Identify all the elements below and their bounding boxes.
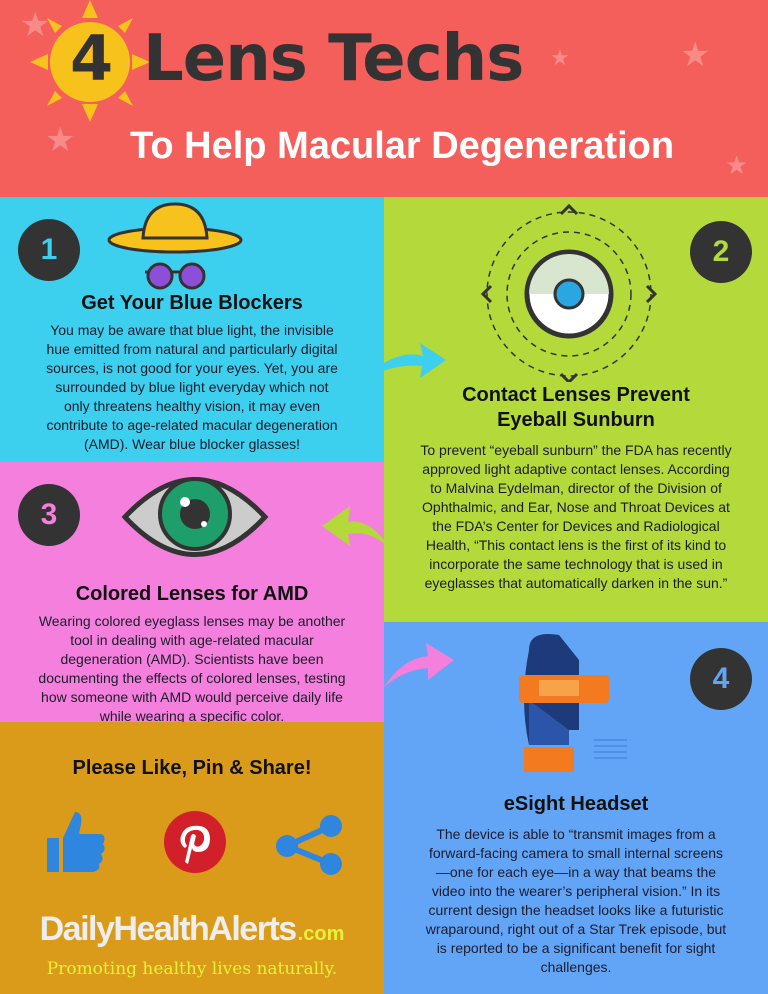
section-body: The device is able to “transmit images f… — [384, 825, 768, 977]
body-line: eyeglasses that automatically darken in … — [424, 575, 728, 591]
section-number: 1 — [18, 219, 80, 281]
body-line: documenting the effects of colored lense… — [38, 670, 346, 686]
header-number: 4 — [70, 22, 114, 95]
share-section: Please Like, Pin & Share! DailyHealthAle… — [0, 722, 384, 994]
body-line: contribute to age-related macular degene… — [46, 417, 338, 433]
section-body: Wearing colored eyeglass lenses may be a… — [0, 612, 384, 722]
body-line: the FDA’s Center for Devices and Radiolo… — [432, 518, 720, 534]
pinterest-icon[interactable] — [163, 810, 228, 875]
body-line: is reported to be a significant benefit … — [436, 940, 716, 956]
header: ★ ★ ★ ★ ★ 4 Lens Techs To Help Macular D… — [0, 0, 768, 197]
body-line: how someone with AMD would perceive dail… — [41, 689, 343, 705]
body-line: approved light adaptive contact lenses. … — [422, 461, 730, 477]
body-line: (AMD). Wear blue blocker glasses! — [83, 436, 301, 452]
brand-name: DailyHealthAlerts — [39, 910, 298, 948]
eye-icon — [121, 477, 269, 557]
section-number: 3 — [18, 484, 80, 546]
body-line: —one for each eye—in a way that beams th… — [435, 864, 717, 880]
body-line: tool in dealing with age-related macular — [70, 632, 314, 648]
arrow-left-icon — [322, 506, 390, 548]
brand-logo: DailyHealthAlerts.com — [0, 910, 384, 956]
section-body: You may be aware that blue light, the in… — [0, 321, 384, 454]
sun-icon — [30, 0, 150, 122]
body-line: The device is able to “transmit images f… — [436, 826, 716, 842]
star-icon: ★ — [20, 6, 51, 44]
star-icon: ★ — [550, 45, 570, 70]
body-line: Health, “This contact lens is the first … — [425, 537, 727, 553]
body-line: video into the wearer’s peripheral visio… — [431, 883, 721, 899]
section-title: eSight Headset — [503, 793, 649, 815]
brand-tagline: Promoting healthy lives naturally. — [46, 959, 338, 979]
body-line: degeneration (AMD). Scientists have been — [60, 651, 324, 667]
page-title: Lens Techs — [143, 22, 524, 96]
body-line: sources, is not good for your eyes. Yet,… — [46, 360, 338, 376]
body-line: challenges. — [540, 959, 612, 975]
section-colored-lenses: 3 Colored Lenses for AMD Wearing colored… — [0, 462, 384, 722]
body-line: while wearing a specific color. — [99, 708, 285, 722]
title-line: Eyeball Sunburn — [497, 409, 655, 431]
section-esight: 4 eSight Headset The device is able to “… — [384, 622, 768, 994]
brand-tld: .com — [297, 923, 345, 945]
section-number: 4 — [690, 648, 752, 710]
star-icon: ★ — [680, 36, 711, 74]
body-line: hue emitted from natural and particularl… — [46, 341, 338, 357]
section-number: 2 — [690, 221, 752, 283]
body-line: wraparound, right out of a Star Trek epi… — [425, 921, 727, 937]
section-title: Get Your Blue Blockers — [81, 292, 303, 314]
body-line: only threatens healthy vision, it may ev… — [63, 398, 321, 414]
eye-target-icon — [480, 203, 658, 382]
page-subtitle: To Help Macular Degeneration — [130, 125, 675, 167]
body-line: You may be aware that blue light, the in… — [50, 322, 334, 338]
body-line: current design the headset looks like a … — [428, 902, 724, 918]
body-line: to Malvina Eydelman, director of the Div… — [430, 480, 722, 496]
body-line: Wearing colored eyeglass lenses may be a… — [38, 613, 346, 629]
section-title: Colored Lenses for AMD — [75, 583, 309, 605]
title-line: Contact Lenses Prevent — [462, 384, 690, 406]
body-line: To prevent “eyeball sunburn” the FDA has… — [420, 442, 732, 458]
body-line: forward-facing camera to small internal … — [428, 845, 724, 861]
star-icon: ★ — [45, 121, 76, 159]
body-line: incorporate the same technology that is … — [429, 556, 723, 572]
arrow-right-icon — [383, 643, 454, 688]
headset-icon — [519, 634, 627, 772]
star-icon: ★ — [725, 150, 749, 180]
arrow-right-icon — [363, 343, 446, 378]
thumbs-up-icon[interactable] — [45, 810, 107, 875]
share-title: Please Like, Pin & Share! — [72, 757, 312, 779]
body-line: surrounded by blue light everyday which … — [55, 379, 329, 395]
hat-glasses-icon — [107, 202, 243, 290]
body-line: Ophthalmic, and Ear, Nose and Throat Dev… — [422, 499, 730, 515]
section-body: To prevent “eyeball sunburn” the FDA has… — [384, 441, 768, 593]
section-blue-blockers: 1 Get Your Blue Blockers You may be awar… — [0, 197, 384, 462]
share-icon[interactable] — [275, 814, 345, 876]
